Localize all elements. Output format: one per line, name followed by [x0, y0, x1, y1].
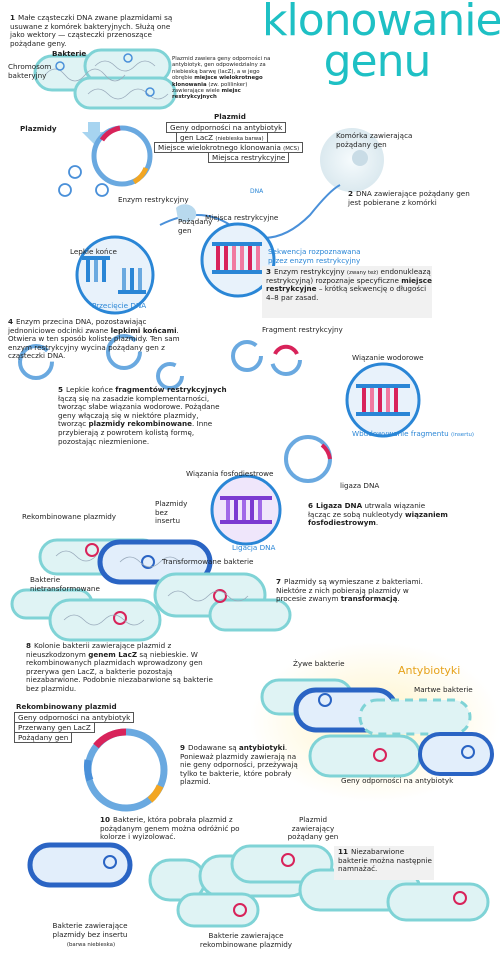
label-rekomb-plazmidy: Rekombinowane plazmidy [22, 512, 117, 521]
legend-item-restriction: Miejsca restrykcyjne [208, 152, 290, 163]
label-wiazanie-wod: Wiązanie wodorowe [352, 353, 424, 362]
recombinant-plasmid-diagram [83, 728, 168, 812]
ligation-zoom [210, 474, 282, 546]
label-wbudowywanie: Wbudowywanie fragmentu (insertu) [352, 429, 474, 438]
plasmid-note: Plazmid zawiera geny odporności na antyb… [172, 56, 271, 101]
label-nietransformowane: Bakterie nietransformowane [30, 575, 100, 593]
label-wiazania-fosf: Wiązania fosfodiestrowe [186, 469, 274, 478]
label-geny-odp: Geny odporności na antybiotyk [341, 776, 454, 785]
label-chromosom: Chromosom bakteryjny [8, 62, 52, 80]
plasmids-small [58, 125, 153, 197]
dna-zoom-right [200, 222, 276, 298]
bacteria-group-top [33, 48, 177, 110]
step-3-box [262, 266, 432, 318]
label-przeciecie: Przecięcie DNA [92, 301, 147, 310]
bacteria-group-bottom [27, 842, 490, 928]
cell-body [320, 128, 384, 192]
label-komorka: Komórka zawierająca pożądany gen [336, 131, 413, 149]
label-barwa-nieb: (barwa niebieska) [66, 942, 116, 948]
label-plazmidy: Plazmidy [20, 124, 57, 133]
label-pozadany-gen: Pożądany gen [178, 217, 213, 235]
page-title: klonowanie genu [262, 0, 500, 87]
label-sekwencja: Sekwencja rozpoznawana przez enzym restr… [268, 247, 361, 265]
label-bakterie-bez: Bakterie zawierające plazmidy bez insert… [52, 921, 128, 939]
bacteria-group-antibiotic [260, 678, 494, 778]
enzyme-icon [176, 204, 197, 222]
label-enzym: Enzym restrykcyjny [118, 195, 189, 204]
label-martwe: Martwe bakterie [414, 685, 473, 694]
open-plasmids [18, 334, 332, 483]
label-ligacja: Ligacja DNA [232, 543, 276, 552]
label-bakterie: Bakterie [52, 49, 87, 58]
label-plazmid-zaw: Plazmid zawierający pożądany gen [287, 815, 339, 842]
label-miejsca-restr: Miejsca restrykcyjne [205, 213, 279, 222]
bacteria-group-middle [10, 538, 292, 642]
insertion-zoom [345, 362, 421, 438]
label-plazmidy-bez: Plazmidy bez insertu [155, 499, 188, 526]
label-ligaza: ligaza DNA [340, 481, 380, 490]
plazmid-header: Plazmid [214, 112, 246, 121]
label-transformowane: Transformowane bakterie [162, 557, 254, 566]
label-lepkie-konce: Lepkie końce [70, 247, 117, 256]
rekomb-header: Rekombinowany plazmid [16, 702, 117, 711]
label-dna: DNA [250, 188, 264, 195]
step-11-box [334, 846, 434, 880]
arrow-down-icon [82, 122, 106, 144]
label-antybiotyki: Antybiotyki [398, 664, 461, 677]
label-bakterie-rek: Bakterie zawierające rekombinowane plazm… [199, 931, 293, 949]
label-fragment: Fragment restrykcyjny [262, 325, 343, 334]
label-zywe: Żywe bakterie [293, 659, 345, 668]
dna-zoom-left [75, 235, 155, 315]
cell-nucleus [352, 150, 368, 166]
rekomb-item-gene: Pożądany gen [14, 732, 73, 743]
